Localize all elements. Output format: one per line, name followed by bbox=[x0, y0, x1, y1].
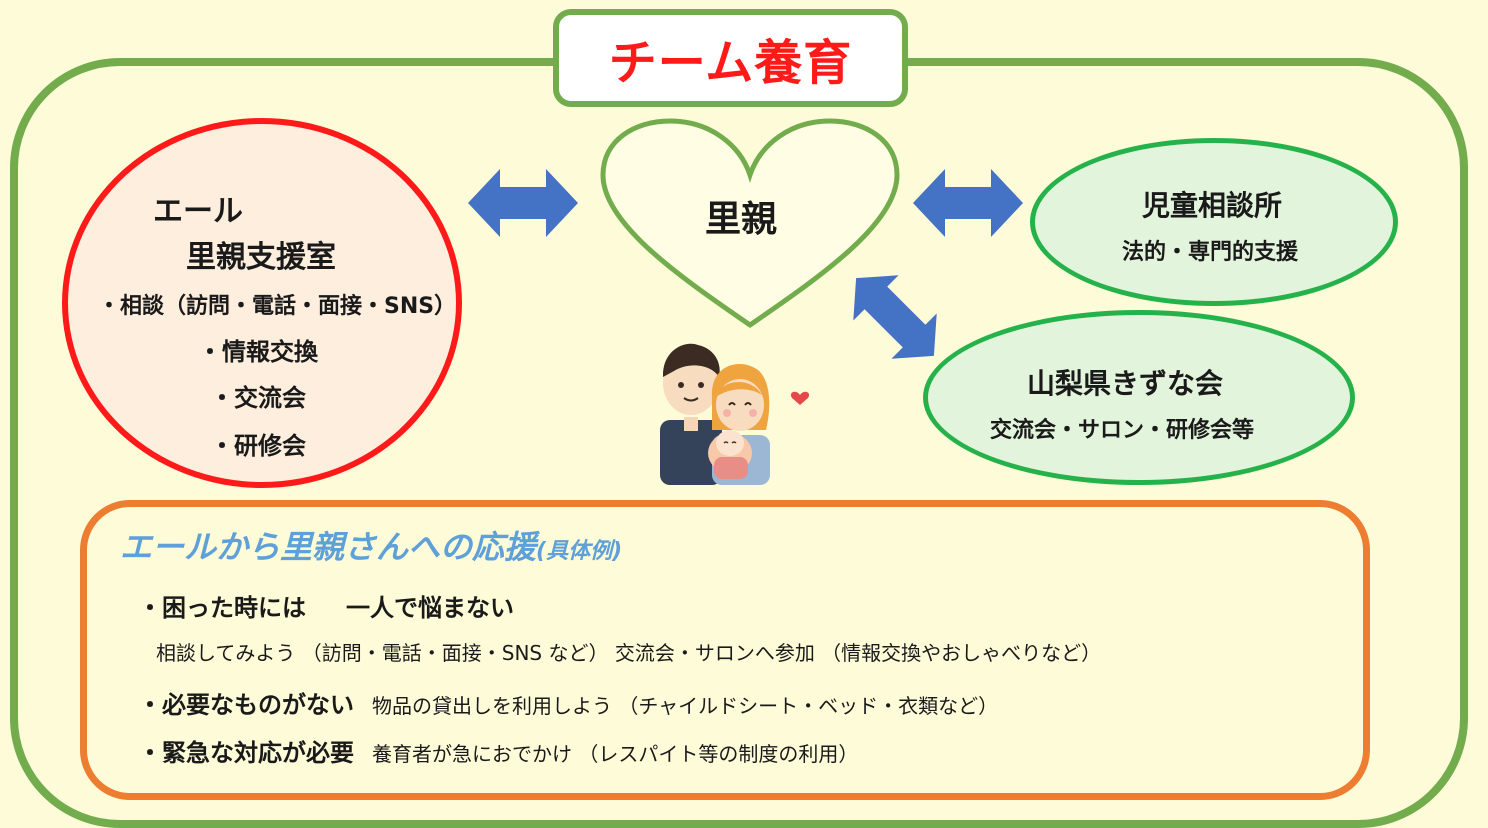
yell-item-exchange: ・交流会 bbox=[210, 384, 306, 412]
title-box: チーム養育 bbox=[553, 9, 908, 107]
yell-office-name: 里親支援室 bbox=[186, 240, 336, 275]
support-title: エールから里親さんへの応援(具体例) bbox=[120, 522, 622, 568]
yell-item-consult: ・相談（訪問・電話・面接・SNS） bbox=[98, 294, 457, 319]
double-arrow-diagonal-icon bbox=[853, 275, 937, 359]
kizuna-ellipse bbox=[923, 310, 1355, 485]
support-line-consult: 相談してみよう （訪問・電話・面接・SNS など） 交流会・サロンへ参加 （情報… bbox=[156, 641, 1102, 665]
emergency-text: 養育者が急におでかけ （レスパイト等の制度の利用） bbox=[372, 742, 859, 766]
support-examples-box bbox=[80, 500, 1370, 800]
yell-item-training: ・研修会 bbox=[210, 432, 306, 460]
child-guidance-ellipse bbox=[1030, 138, 1398, 306]
support-line-trouble: ・困った時には 一人で悩まない bbox=[138, 588, 514, 623]
support-line-emergency: ・緊急な対応が必要養育者が急におでかけ （レスパイト等の制度の利用） bbox=[138, 733, 858, 768]
support-line-needs: ・必要なものがない物品の貸出しを利用しよう （チャイルドシート・ベッド・衣類など… bbox=[138, 685, 998, 720]
support-title-suffix: (具体例) bbox=[536, 539, 623, 564]
child-guidance-title: 児童相談所 bbox=[1142, 189, 1283, 222]
family-illustration bbox=[660, 343, 810, 485]
needs-text: 物品の貸出しを利用しよう （チャイルドシート・ベッド・衣類など） bbox=[372, 694, 999, 718]
trouble-heading: ・困った時には bbox=[138, 594, 306, 622]
yell-support-circle: エール 里親支援室 ・相談（訪問・電話・面接・SNS） ・情報交換 ・交流会 ・… bbox=[62, 118, 462, 488]
heart-icon bbox=[600, 118, 900, 329]
emergency-heading: ・緊急な対応が必要 bbox=[138, 739, 354, 767]
double-arrow-left-icon bbox=[468, 169, 578, 237]
kizuna-subtitle: 交流会・サロン・研修会等 bbox=[990, 418, 1255, 443]
needs-heading: ・必要なものがない bbox=[138, 691, 354, 719]
double-arrow-right-icon bbox=[913, 169, 1023, 237]
center-label: 里親 bbox=[705, 199, 778, 240]
trouble-message: 一人で悩まない bbox=[346, 594, 514, 622]
child-guidance-subtitle: 法的・専門的支援 bbox=[1122, 240, 1299, 265]
support-title-main: エールから里親さんへの応援 bbox=[120, 528, 537, 566]
yell-name: エール bbox=[153, 194, 243, 229]
yell-item-info: ・情報交換 bbox=[198, 338, 318, 366]
kizuna-title: 山梨県きずな会 bbox=[1027, 367, 1224, 400]
page-title: チーム養育 bbox=[608, 35, 853, 91]
